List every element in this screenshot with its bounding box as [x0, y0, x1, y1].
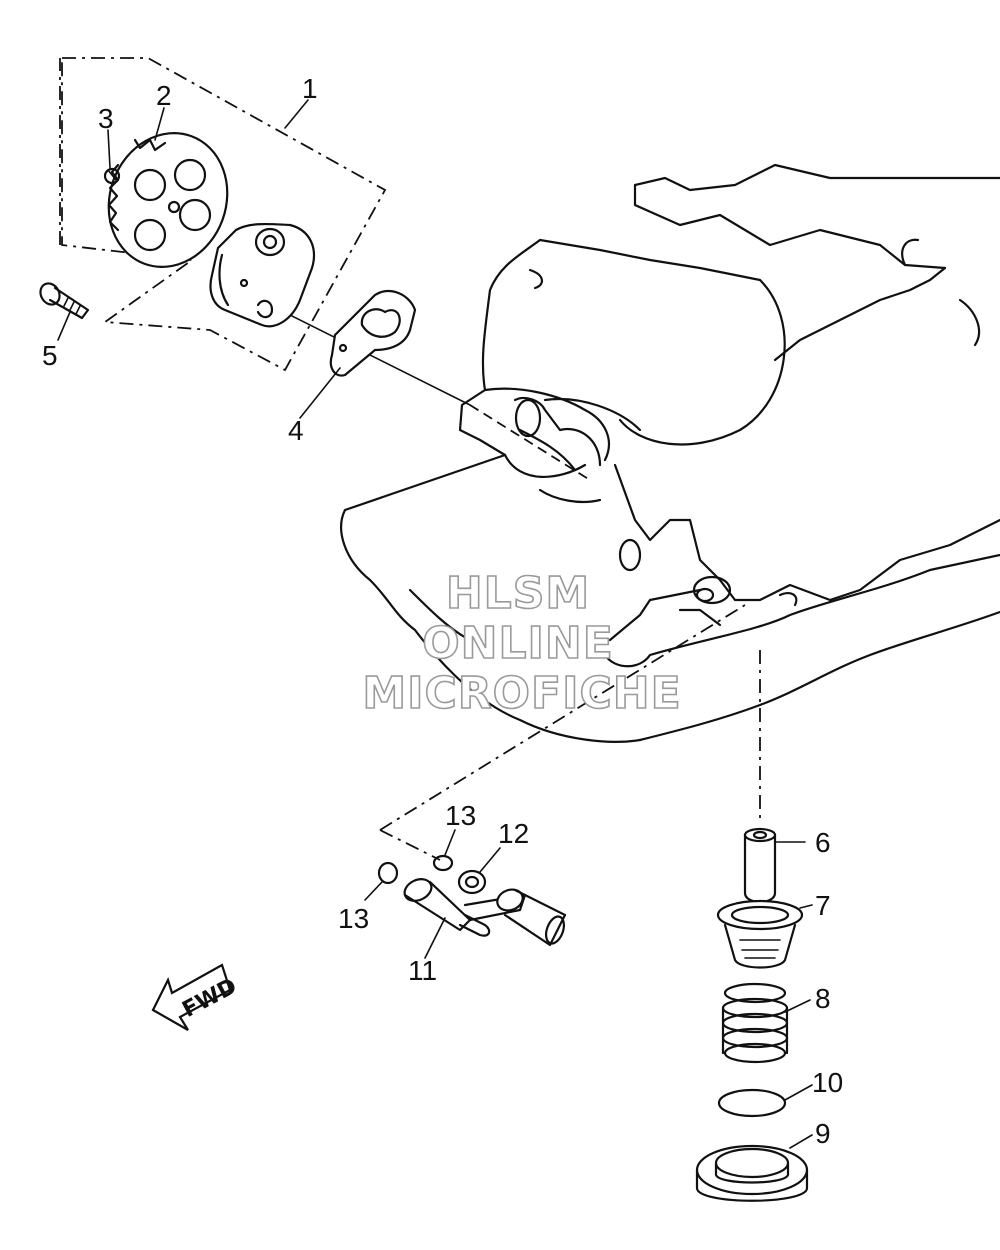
o-ring — [717, 1088, 787, 1118]
callout-13-lower: 13 — [338, 903, 369, 934]
callout-1: 1 — [302, 73, 318, 104]
shaft-stub — [513, 396, 642, 472]
callout-5: 5 — [42, 340, 58, 371]
oil-strainer — [716, 899, 804, 969]
callout-11: 11 — [408, 955, 437, 986]
watermark: HLSM ONLINE MICROFICHE — [362, 567, 682, 720]
small-o-ring-lower — [377, 861, 399, 885]
callout-2: 2 — [156, 80, 172, 111]
callout-9: 9 — [815, 1118, 831, 1149]
pump-shaft — [403, 878, 567, 947]
crankcase-outline — [340, 163, 1000, 743]
callout-3: 3 — [98, 103, 114, 134]
drain-plug — [695, 1144, 809, 1202]
callout-labels: 1 2 3 4 5 6 7 8 9 10 11 12 13 13 — [42, 73, 843, 1149]
small-o-ring-upper — [432, 854, 454, 872]
oil-pump-gasket — [329, 289, 417, 377]
callout-12: 12 — [498, 818, 529, 849]
leader-lines — [57, 99, 813, 1149]
watermark-line-2: ONLINE — [422, 618, 614, 669]
bolt — [39, 282, 90, 320]
thrust-washer — [457, 869, 487, 895]
fwd-direction-arrow: FWD — [151, 963, 241, 1031]
oil-pump-body — [209, 222, 316, 328]
callout-8: 8 — [815, 983, 831, 1014]
callout-6: 6 — [815, 827, 831, 858]
callout-13-upper: 13 — [445, 800, 476, 831]
watermark-line-3: MICROFICHE — [362, 668, 681, 719]
relief-spring — [721, 982, 789, 1064]
callout-4: 4 — [288, 415, 304, 446]
oil-pipe — [743, 827, 777, 904]
callout-10: 10 — [812, 1067, 843, 1098]
oil-pump-drive-gear — [107, 131, 229, 269]
callout-7: 7 — [815, 890, 831, 921]
circlip — [103, 167, 121, 185]
watermark-line-1: HLSM — [446, 568, 590, 619]
